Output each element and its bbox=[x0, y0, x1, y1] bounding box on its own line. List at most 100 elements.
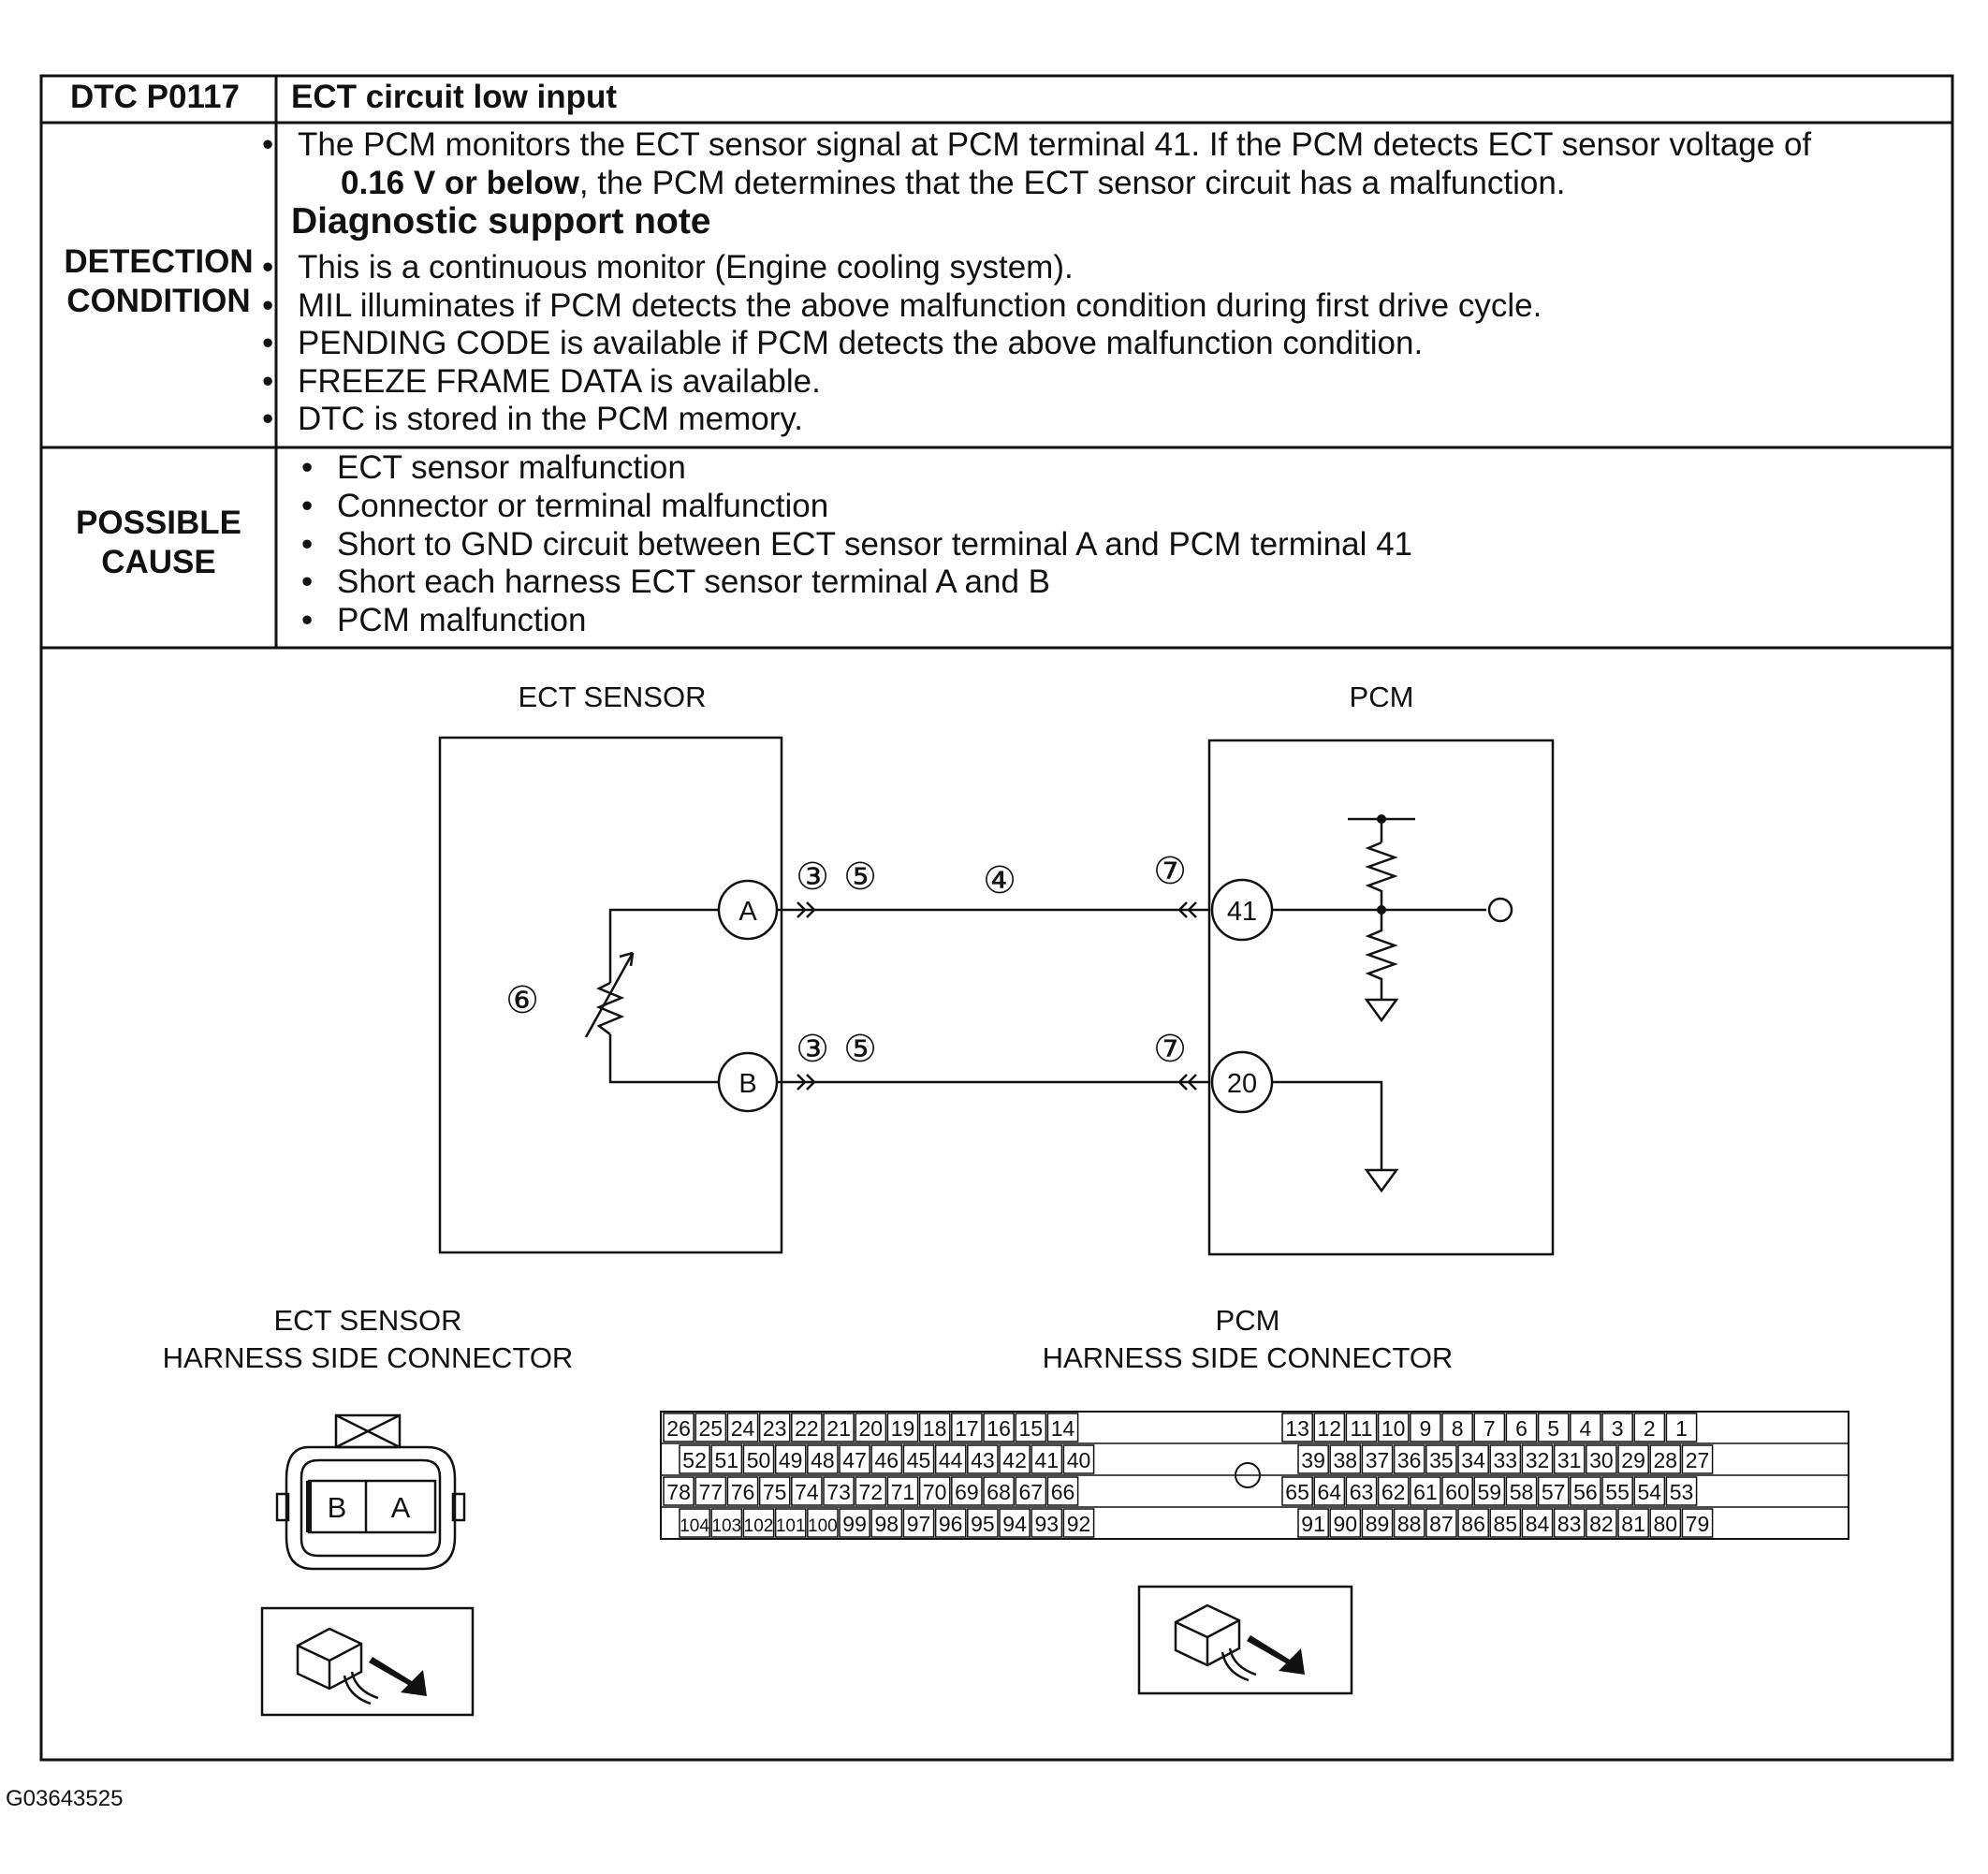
pcm-pin-cell bbox=[1425, 1508, 1457, 1538]
connector-mark-icon bbox=[797, 1074, 816, 1091]
pcm-pin-cell bbox=[1361, 1508, 1394, 1538]
pcm-pin-cell bbox=[1062, 1444, 1095, 1474]
pcm-pin-label: 27 bbox=[1686, 1448, 1710, 1472]
detection-intro-line1: •The PCM monitors the ECT sensor signal … bbox=[262, 126, 1812, 163]
pcm-pin-cell bbox=[1633, 1476, 1666, 1506]
detection-condition-label: DETECTION CONDITION bbox=[41, 242, 276, 321]
pcm-pin-cell bbox=[1649, 1444, 1682, 1474]
pcm-pin-label: 10 bbox=[1381, 1416, 1406, 1441]
pcm-pin-label: 9 bbox=[1420, 1416, 1432, 1441]
pcm-pin-cell bbox=[1015, 1413, 1047, 1442]
pcm-pin-cell bbox=[1665, 1476, 1698, 1506]
pcm-pin-label: 100 bbox=[808, 1516, 838, 1536]
pcm-pin-cell bbox=[1521, 1444, 1554, 1474]
cause-item: •Short to GND circuit between ECT sensor… bbox=[301, 526, 1413, 563]
ect-connector-title-line2: HARNESS SIDE CONNECTOR bbox=[163, 1341, 574, 1374]
pcm-pin-cell bbox=[1410, 1476, 1441, 1506]
pcm-pin-label: 58 bbox=[1510, 1480, 1534, 1504]
pcm-pin-label: 63 bbox=[1350, 1480, 1374, 1504]
pcm-pin-label: 84 bbox=[1526, 1512, 1550, 1536]
pcm-pin-cell bbox=[999, 1444, 1031, 1474]
pcm-pin-label: 81 bbox=[1621, 1512, 1645, 1536]
pcm-pin-label: 64 bbox=[1318, 1480, 1342, 1504]
pcm-pin-label: 29 bbox=[1621, 1448, 1645, 1472]
pcm-pin-label: 57 bbox=[1542, 1480, 1566, 1504]
pcm-pin-cell bbox=[918, 1476, 951, 1506]
pcm-pin-label: 79 bbox=[1686, 1512, 1710, 1536]
pcm-pin-label: 18 bbox=[923, 1416, 947, 1441]
cause-item: •Short each harness ECT sensor terminal … bbox=[301, 564, 1050, 600]
ect-connector-title-line1: ECT SENSOR bbox=[274, 1304, 462, 1337]
detection-note-item: •MIL illuminates if PCM detects the abov… bbox=[262, 287, 1542, 324]
pcm-pin-label: 15 bbox=[1019, 1416, 1044, 1441]
ect-sensor-title: ECT SENSOR bbox=[519, 681, 707, 713]
connector-mark-icon bbox=[1177, 1074, 1197, 1091]
cause-item: •Connector or terminal malfunction bbox=[301, 488, 829, 524]
pcm-pin-cell bbox=[1297, 1508, 1329, 1538]
pcm-pin-cell bbox=[758, 1476, 791, 1506]
table-frame bbox=[39, 74, 1954, 1762]
pcm-pin-cell bbox=[1062, 1508, 1095, 1538]
pcm-pin-label: 103 bbox=[711, 1516, 741, 1536]
pcm-pin-cell bbox=[1441, 1476, 1473, 1506]
pcm-pin-cell bbox=[1393, 1444, 1425, 1474]
pcm-pin-label: 88 bbox=[1397, 1512, 1422, 1536]
pcm-pin-cell bbox=[1473, 1476, 1506, 1506]
pcm-pin-cell bbox=[1015, 1476, 1047, 1506]
pcm-pin-cell bbox=[663, 1413, 694, 1442]
pcm-pin-cell bbox=[870, 1444, 903, 1474]
pcm-pin-label: 33 bbox=[1494, 1448, 1518, 1472]
pcm-pin-label: 36 bbox=[1397, 1448, 1422, 1472]
ect-view-direction-icon bbox=[260, 1606, 475, 1717]
pcm-pin-cell bbox=[902, 1508, 935, 1538]
pcm-pin-cell bbox=[1046, 1476, 1079, 1506]
ground-icon bbox=[1364, 998, 1399, 1023]
pcm-pin-label: 21 bbox=[826, 1416, 851, 1441]
detection-note-item: •PENDING CODE is available if PCM detect… bbox=[262, 325, 1424, 361]
pcm-pin-label: 39 bbox=[1301, 1448, 1325, 1472]
pcm-pin-cell bbox=[726, 1476, 759, 1506]
pcm-terminal-20-label: 20 bbox=[1227, 1069, 1257, 1099]
pcm-pin-cell bbox=[823, 1413, 855, 1442]
possible-cause-label: POSSIBLE CAUSE bbox=[41, 504, 276, 582]
pcm-pin-cell bbox=[1681, 1444, 1714, 1474]
pcm-pin-cell bbox=[1537, 1413, 1570, 1442]
pcm-pin-label: 67 bbox=[1019, 1480, 1044, 1504]
pcm-pin-label: 6 bbox=[1515, 1416, 1528, 1441]
pcm-box bbox=[1207, 739, 1555, 1256]
pcm-pin-label: 34 bbox=[1461, 1448, 1485, 1472]
possible-label-line2: CAUSE bbox=[101, 544, 216, 580]
detection-intro-text1: The PCM monitors the ECT sensor signal a… bbox=[298, 126, 1812, 163]
pcm-pin-label: 41 bbox=[1035, 1448, 1060, 1472]
pulldown-resistor-icon bbox=[1365, 910, 1398, 1000]
pcm-pin-cell bbox=[1601, 1413, 1633, 1442]
pcm-pin-cell bbox=[839, 1444, 870, 1474]
pcm-pin-label: 52 bbox=[682, 1448, 707, 1472]
step-7-marker: ⑦ bbox=[1153, 1029, 1187, 1070]
pcm-pin-label: 19 bbox=[891, 1416, 915, 1441]
pcm-pin-label: 60 bbox=[1445, 1480, 1469, 1504]
pcm-pin-label: 99 bbox=[842, 1512, 867, 1536]
pcm-pin-label: 102 bbox=[744, 1516, 774, 1536]
pcm-pin-cell bbox=[1505, 1476, 1538, 1506]
pcm-pin-cell bbox=[1297, 1444, 1329, 1474]
pcm-pin-label: 59 bbox=[1478, 1480, 1502, 1504]
pcm-pin-label: 53 bbox=[1670, 1480, 1694, 1504]
pcm-pin-cell bbox=[710, 1508, 743, 1538]
step-5-marker: ⑤ bbox=[843, 856, 877, 898]
pcm-pin-cell bbox=[1281, 1476, 1313, 1506]
pcm-pin-cell bbox=[967, 1444, 999, 1474]
pcm-pin-label: 51 bbox=[715, 1448, 739, 1472]
pcm-pin-cell bbox=[951, 1476, 983, 1506]
pcm-pin-cell bbox=[1649, 1508, 1682, 1538]
pcm-pin-label: 25 bbox=[699, 1416, 724, 1441]
pcm-pin-label: 65 bbox=[1285, 1480, 1309, 1504]
pcm-pin-label: 1 bbox=[1675, 1416, 1688, 1441]
pcm-pin-cell bbox=[1031, 1444, 1063, 1474]
pcm-pin-cell bbox=[1361, 1444, 1394, 1474]
pcm-pin-label: 22 bbox=[795, 1416, 819, 1441]
pcm-pin-cell bbox=[1031, 1508, 1063, 1538]
pcm-pin-cell bbox=[1377, 1413, 1410, 1442]
pcm-pin-cell bbox=[967, 1508, 999, 1538]
pcm-pin-label: 74 bbox=[795, 1480, 819, 1504]
